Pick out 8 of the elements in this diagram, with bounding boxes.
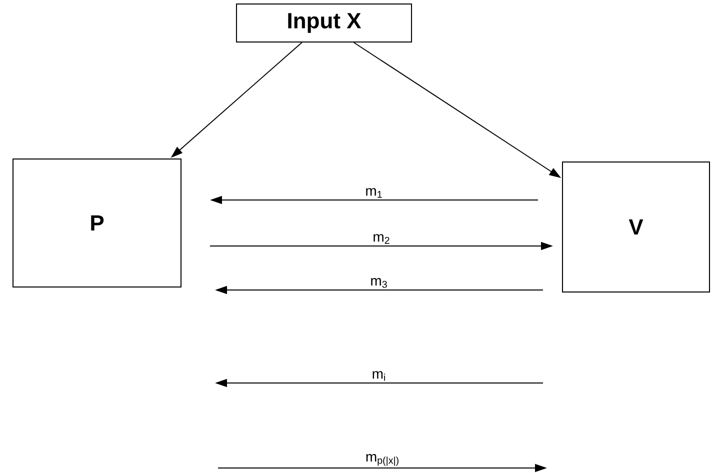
message-label: m$_{2}$ xyxy=(372,233,392,245)
box: V xyxy=(562,162,710,292)
message-label: m$_{3}$ xyxy=(369,277,389,289)
message-label: m$_{i}$ xyxy=(370,370,388,382)
box: P xyxy=(12,158,182,288)
message-label: m$_{1}$ xyxy=(364,187,384,199)
message-label: m$_{p(|x|)}$ xyxy=(364,453,401,467)
box: Input X xyxy=(236,4,412,42)
